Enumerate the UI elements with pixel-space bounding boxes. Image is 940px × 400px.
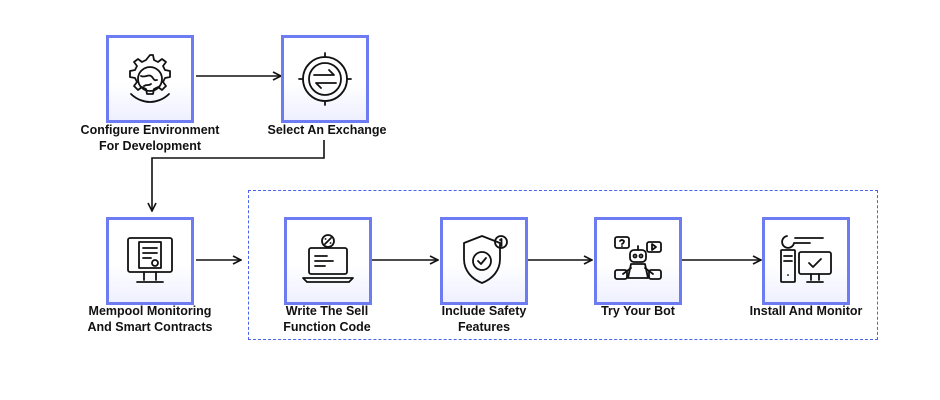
robot-chat-icon bbox=[614, 236, 662, 280]
deployment-steps-group bbox=[248, 190, 878, 340]
computer-wrench-icon bbox=[780, 235, 832, 283]
arrow-exchange-to-mempool bbox=[152, 140, 325, 211]
step-install-label: Install And Monitor bbox=[749, 304, 863, 318]
step-exchange-label: Select An Exchange bbox=[267, 123, 387, 137]
step-sell-code-box bbox=[284, 217, 372, 305]
laptop-code-icon bbox=[302, 234, 354, 283]
exchange-arrows-icon bbox=[298, 52, 352, 106]
shield-check-icon bbox=[463, 235, 508, 284]
step-install-box bbox=[762, 217, 850, 305]
step-mempool-box bbox=[106, 217, 194, 305]
step-exchange-box bbox=[281, 35, 369, 123]
step-try-bot-label: Try Your Bot bbox=[601, 304, 675, 318]
step-configure-box bbox=[106, 35, 194, 123]
monitor-document-icon bbox=[127, 237, 173, 283]
gear-globe-icon bbox=[129, 54, 171, 103]
step-safety-box bbox=[440, 217, 528, 305]
step-try-bot-box bbox=[594, 217, 682, 305]
